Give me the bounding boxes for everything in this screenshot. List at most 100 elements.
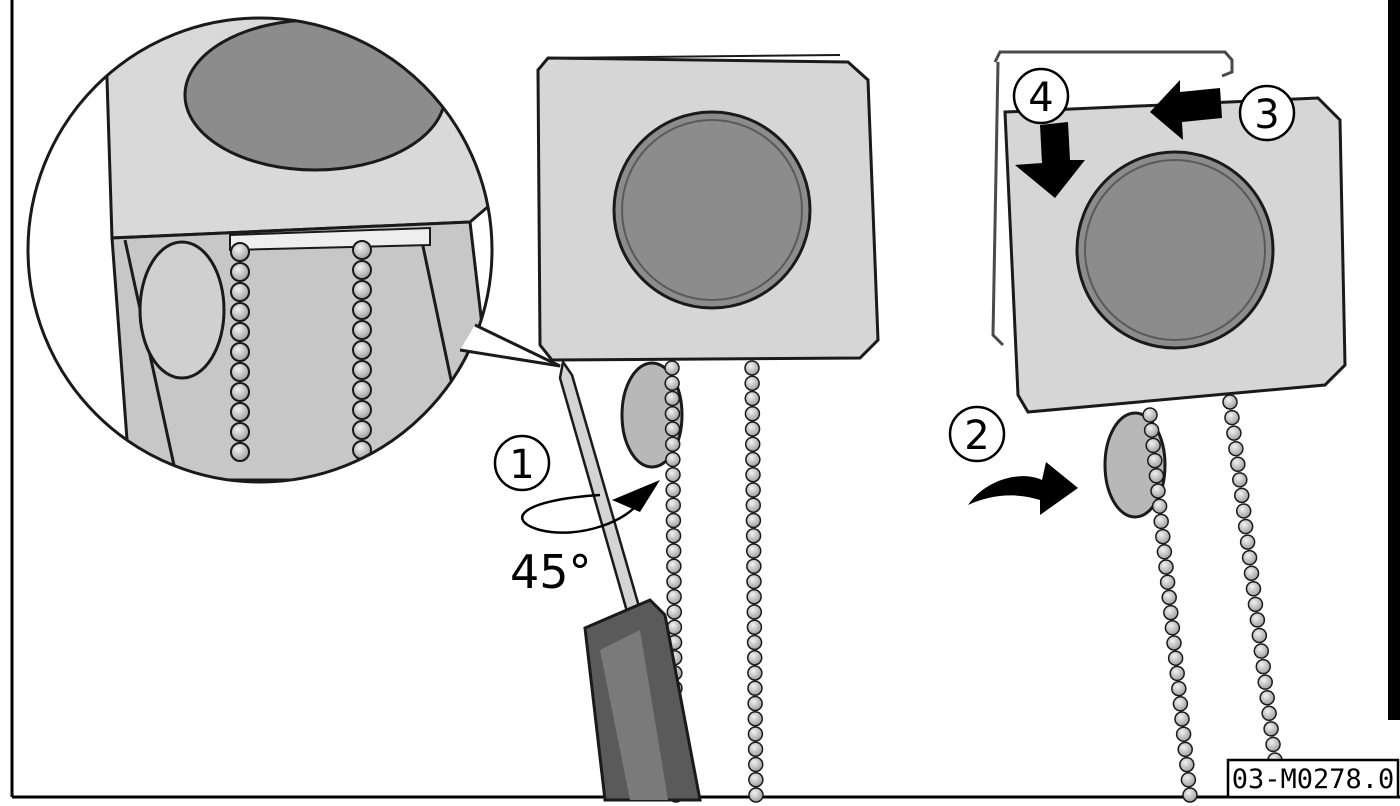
chain-bead: [746, 650, 763, 666]
chain-bead: [1148, 468, 1165, 484]
chain-bead: [1150, 483, 1166, 499]
chain-bead: [1175, 726, 1192, 742]
chain-bead: [1174, 711, 1190, 727]
zoom-chain-left: [230, 242, 250, 462]
chain-bead: [1228, 440, 1244, 457]
chain-bead: [1145, 437, 1161, 454]
chain-bead: [1259, 689, 1275, 706]
chain-bead: [664, 421, 681, 437]
chain-bead: [745, 543, 762, 559]
step-3-label: 3: [1254, 92, 1279, 138]
chain-bead: [665, 543, 682, 559]
chain-bead: [746, 619, 763, 635]
chain-bead: [1263, 721, 1279, 737]
chain-bead: [745, 528, 762, 544]
chain-bead: [1166, 635, 1182, 651]
step-2-marker: 2: [948, 405, 1006, 463]
chain-bead: [666, 573, 682, 590]
chain-bead: [666, 589, 682, 605]
chain-bead: [1161, 589, 1177, 606]
chain-bead: [1151, 498, 1168, 514]
chain-bead: [665, 497, 682, 513]
chain-bead: [745, 512, 762, 529]
chain-bead: [1142, 407, 1158, 423]
chain-bead: [664, 436, 681, 452]
chain-bead: [665, 467, 681, 483]
reference-box: 03-M0278.0: [1226, 758, 1400, 799]
chain-bead: [1172, 696, 1189, 712]
chain-bead: [664, 360, 680, 376]
chain-bead: [1169, 665, 1185, 682]
chain-bead: [744, 390, 761, 407]
chain-bead: [748, 787, 764, 803]
chain-bead: [665, 528, 682, 544]
step-4-marker: 4: [1012, 67, 1070, 125]
right-housing: [991, 50, 1347, 414]
angle-label: 45°: [510, 545, 592, 599]
step-4-label: 4: [1028, 75, 1053, 121]
chain-bead: [1180, 772, 1197, 788]
chain-bead: [664, 406, 681, 422]
rotation-arrow: [521, 480, 660, 534]
chain-bead: [744, 436, 761, 452]
chain-bead: [665, 482, 681, 498]
chain-bead: [1237, 518, 1254, 535]
curved-arrow: [968, 462, 1078, 515]
chain-bead: [1159, 574, 1176, 590]
chain-bead: [1224, 409, 1240, 426]
chain-bead: [1171, 680, 1187, 697]
center-housing: [536, 54, 880, 362]
chain-bead: [666, 558, 682, 574]
chain-bead: [664, 375, 680, 391]
chain-bead: [747, 711, 764, 727]
chain-bead: [1155, 528, 1171, 545]
chain-bead: [747, 726, 764, 742]
chain-bead: [1261, 705, 1277, 722]
chain-bead: [746, 634, 763, 651]
chain-bead: [1235, 503, 1252, 519]
chain-bead: [746, 589, 762, 605]
chain-bead: [1245, 581, 1262, 597]
zoom-chain-right: [352, 240, 372, 460]
chain-bead: [1143, 422, 1160, 438]
chain-bead: [1239, 534, 1256, 550]
chain-bead: [746, 604, 763, 620]
chain-bead: [747, 665, 763, 681]
chain-bead: [747, 695, 763, 712]
chain-bead: [1164, 620, 1181, 636]
chain-bead: [1255, 658, 1272, 675]
chain-bead: [1241, 549, 1258, 566]
chain-bead: [747, 756, 764, 773]
chain-bead: [1230, 456, 1246, 473]
chain-bead: [745, 482, 761, 498]
chain-bead: [745, 467, 761, 483]
center-chain-right: [744, 360, 764, 803]
chain-bead: [665, 451, 681, 468]
step-1-label: 1: [509, 442, 534, 488]
screwdriver: [558, 358, 702, 802]
chain-bead: [747, 680, 763, 696]
step-3-marker: 3: [1238, 84, 1296, 142]
chain-bead: [1163, 604, 1179, 621]
chain-bead: [1232, 472, 1248, 488]
chain-bead: [745, 497, 762, 513]
chain-bead: [745, 451, 761, 468]
right-chain-left: [1142, 407, 1198, 803]
chain-bead: [1222, 394, 1238, 410]
detail-zoom-view: [26, 16, 561, 484]
right-chain-right: [1222, 394, 1283, 768]
chain-bead: [1253, 643, 1270, 659]
chain-bead: [1233, 487, 1250, 504]
chain-bead: [1247, 596, 1264, 613]
chain-bead: [1226, 425, 1242, 441]
left-arrow: [1150, 80, 1222, 140]
chain-bead: [1177, 741, 1193, 758]
chain-bead: [1167, 650, 1184, 666]
chain-bead: [665, 512, 682, 529]
down-arrow: [1015, 122, 1085, 198]
chain-bead: [744, 375, 760, 391]
chain-bead: [1153, 513, 1169, 530]
chain-bead: [744, 406, 761, 422]
chain-bead: [664, 390, 681, 407]
